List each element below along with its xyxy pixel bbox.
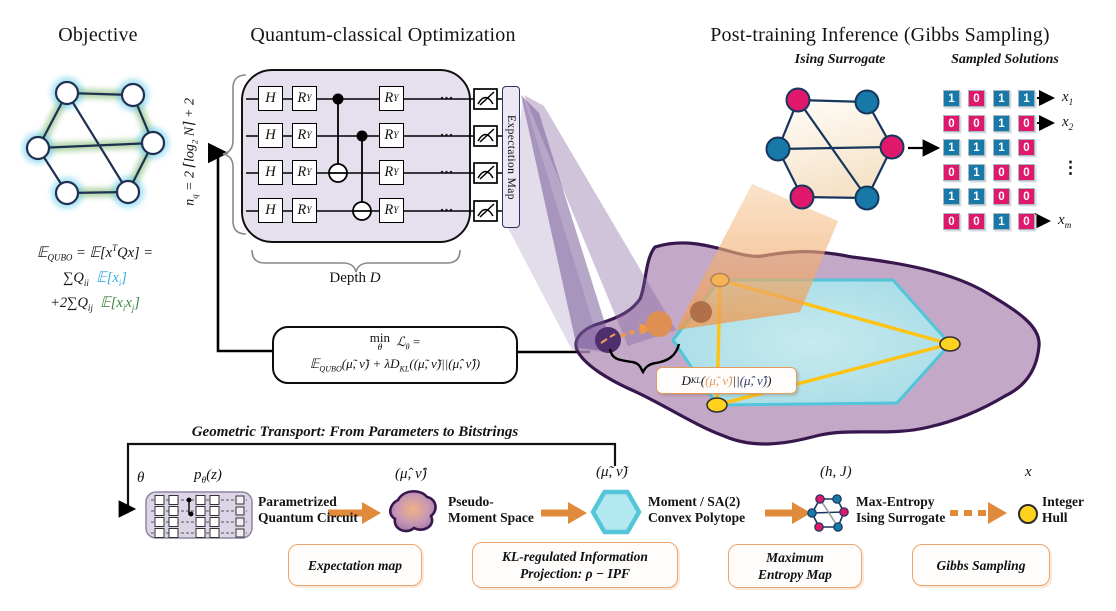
pair-hat-label: (μ̂, ν̂) [395, 466, 427, 482]
bit-cell: 0 [943, 164, 960, 181]
measurement-gauge-icons [473, 88, 502, 222]
vdots: ⋮ [1062, 158, 1079, 177]
theta-label: θ [137, 470, 145, 486]
projected-moment-point [646, 311, 672, 337]
arrow-max-entropy [765, 502, 811, 524]
h-gate: H [258, 160, 283, 185]
parameter-feedback-line [118, 442, 617, 518]
mini-ising-icon [807, 494, 849, 532]
sample-row-arrows [1035, 90, 1055, 229]
x-label: x [1025, 464, 1032, 480]
kl-distance-brace [608, 343, 681, 375]
bit-cell: 1 [993, 213, 1010, 230]
ellipsis: ... [440, 125, 454, 140]
pair-tilde-label: (μ̃, ν̃) [596, 464, 628, 480]
sampled-solutions-title: Sampled Solutions [951, 52, 1059, 67]
spin-nodes [765, 87, 905, 211]
bit-cell: 0 [968, 90, 985, 107]
bit-cell: 1 [993, 139, 1010, 156]
pseudo-moment-point [595, 327, 621, 353]
bit-cell: 1 [968, 164, 985, 181]
bit-cell: 1 [943, 188, 960, 205]
bit-cell: 0 [1018, 115, 1035, 132]
moment-points [595, 301, 712, 375]
hj-label: (h, J) [820, 464, 852, 480]
transport-heading: Geometric Transport: From Parameters to … [191, 424, 519, 440]
h-gate: H [258, 198, 283, 223]
bit-cell: 1 [993, 115, 1010, 132]
mini-polytope-icon [590, 489, 642, 535]
pseudo-moment-step-label: Pseudo-Moment Space [448, 494, 534, 525]
p-theta-label: pθ(z) [194, 467, 222, 486]
bit-cell: 0 [1018, 139, 1035, 156]
bit-cell: 1 [968, 139, 985, 156]
ising-surrogate-graph [765, 87, 905, 211]
sample-label-x2: x2 [1062, 114, 1074, 133]
bit-cell: 0 [968, 213, 985, 230]
transport-flow [118, 442, 1038, 539]
bit-cell: 0 [1018, 188, 1035, 205]
qubo-graph [22, 77, 169, 209]
sample-label-x1: x1 [1062, 89, 1074, 108]
qubit-count-brace [222, 74, 247, 235]
bit-cell: 0 [1018, 213, 1035, 230]
arrow-kl-projection [541, 502, 587, 524]
stage-box-expectation-map: Expectation map [288, 544, 422, 586]
bit-cell: 1 [993, 90, 1010, 107]
projection-beams [508, 95, 838, 352]
bit-cell: 0 [993, 164, 1010, 181]
expectation-map-box: Expectation Map [502, 86, 520, 228]
graph-nodes [25, 80, 166, 206]
qco-title: Quantum-classical Optimization [250, 24, 516, 46]
pti-title: Post-training Inference (Gibbs Sampling) [710, 24, 1050, 46]
bit-cell: 0 [968, 115, 985, 132]
bit-cell: 1 [943, 139, 960, 156]
h-gate: H [258, 86, 283, 111]
bit-cell: 0 [943, 115, 960, 132]
mini-circuit-icon [145, 491, 253, 539]
polytope-step-label: Moment / SA(2)Convex Polytope [648, 494, 746, 525]
bit-cell: 1 [1018, 90, 1035, 107]
bit-cell: 0 [943, 213, 960, 230]
projection-arrow [639, 323, 653, 335]
ellipsis: ... [440, 88, 454, 103]
qubit-count-label: nq = 2 ⌈log2 N⌉ + 2 [182, 98, 200, 206]
qubo-equation: 𝔼QUBO = 𝔼[xTQx] = ∑Qii 𝔼[xi] +2∑Qij 𝔼[xi… [36, 243, 154, 313]
bit-cell: 1 [968, 188, 985, 205]
arrow-gibbs-sampling [950, 502, 1007, 524]
mini-blob-icon [389, 490, 437, 533]
ising-surrogate-title: Ising Surrogate [794, 52, 886, 67]
ellipsis: ... [440, 200, 454, 215]
depth-label: Depth D [329, 270, 381, 286]
bit-cell: 0 [1018, 164, 1035, 181]
arrow-expectation-map [328, 502, 381, 524]
ellipsis: ... [440, 162, 454, 177]
integer-hull-icon [1018, 504, 1038, 524]
gibbs-beam [676, 184, 838, 330]
objective-title: Objective [58, 24, 138, 46]
depth-brace [251, 249, 461, 273]
bit-cell: 1 [943, 90, 960, 107]
sample-label-xm: xm [1058, 212, 1072, 231]
bit-cell: 0 [993, 188, 1010, 205]
h-gate: H [258, 123, 283, 148]
cnot-gates [328, 93, 372, 221]
beam-overlap-point [690, 301, 712, 323]
stage-box-gibbs-sampling: Gibbs Sampling [912, 544, 1050, 586]
